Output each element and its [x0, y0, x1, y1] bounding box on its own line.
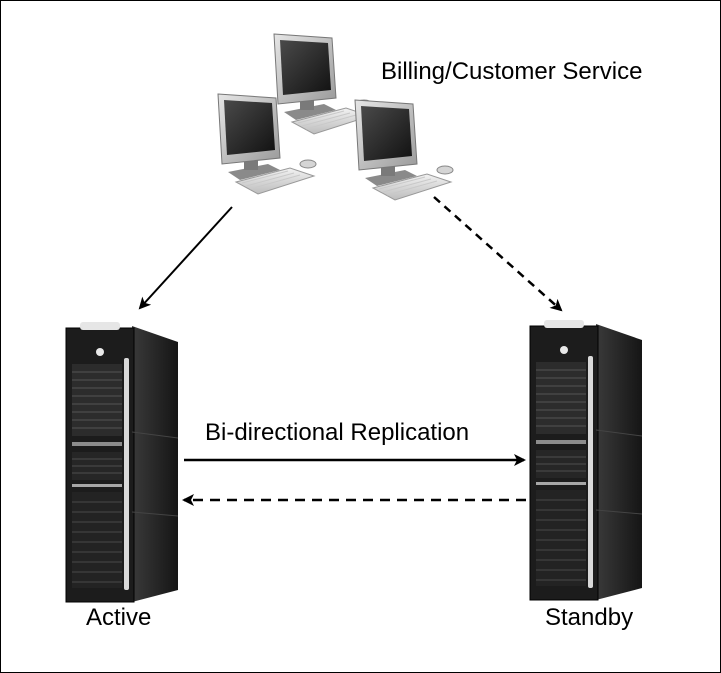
server-rack-icon-standby	[529, 319, 643, 601]
label-billing-customer-service: Billing/Customer Service	[381, 58, 643, 85]
arrow-client-to-active	[138, 206, 233, 310]
workstation-icon-right	[354, 99, 454, 201]
label-active: Active	[86, 604, 152, 631]
server-rack-icon-active	[65, 321, 179, 603]
arrow-client-to-standby	[433, 196, 563, 312]
label-bi-directional-replication: Bi-directional Replication	[205, 419, 470, 446]
label-standby: Standby	[545, 604, 634, 631]
